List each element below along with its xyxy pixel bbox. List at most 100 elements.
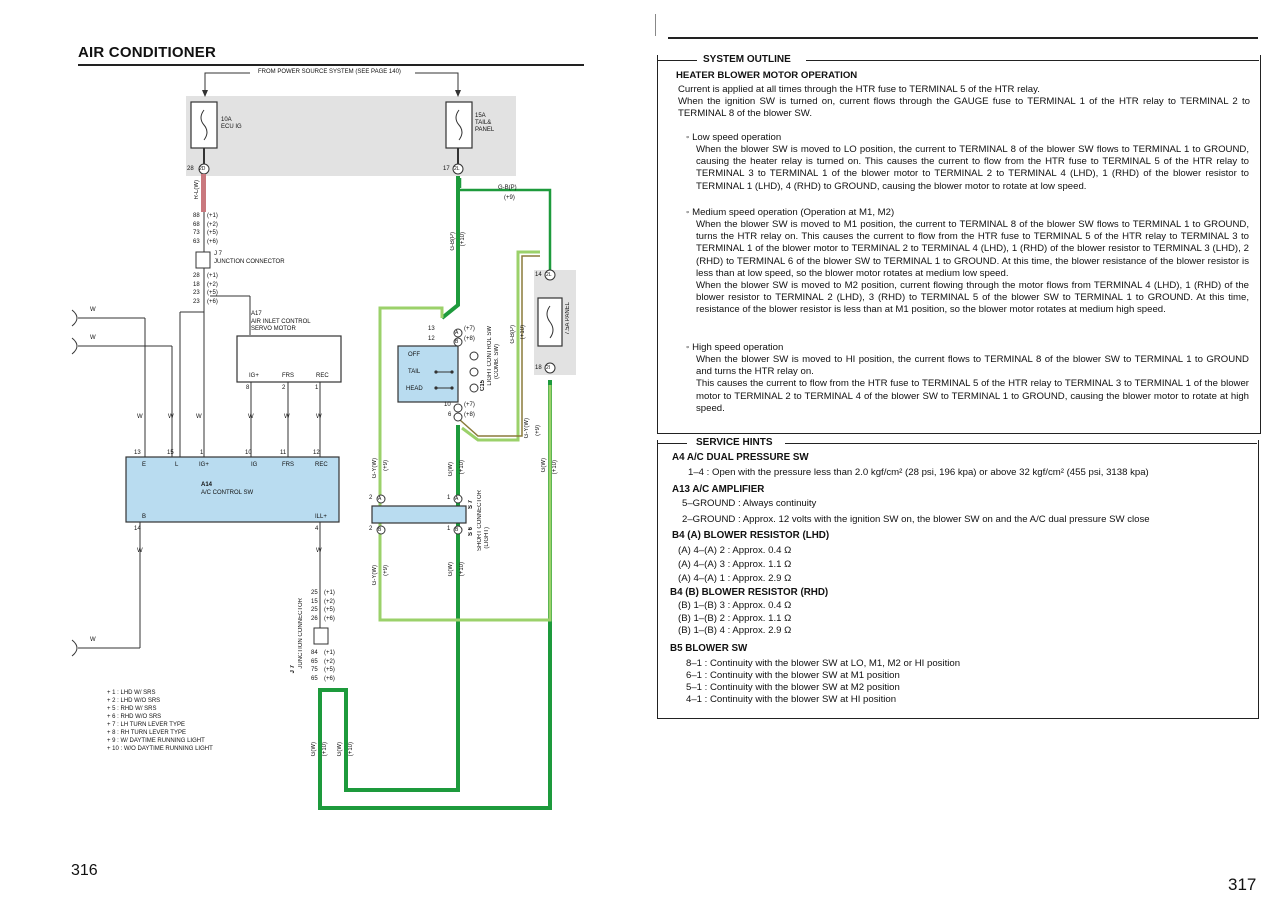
wire-gy-left-opt: (+9) [383, 460, 389, 471]
jc-bot-id: J 7 [290, 665, 296, 674]
page-title: AIR CONDITIONER [78, 44, 216, 61]
ac-pin-4: 4 [315, 526, 319, 532]
servo-pin-1: 1 [315, 385, 319, 391]
wire-w-10: W [137, 548, 143, 554]
wire-gw-right-opt: (+10) [552, 460, 558, 475]
lcs-pin-10: 10 [444, 402, 451, 408]
hint-b4b-lines: (B) 1–(B) 3 : Approx. 0.4 Ω (B) 1–(B) 2 … [678, 600, 792, 636]
sc-letter-b-right: B [455, 527, 459, 533]
ac-term-ill: ILL+ [315, 514, 327, 520]
hint-b5-title: B5 BLOWER SW [670, 643, 748, 654]
source-line-right [415, 72, 459, 96]
hint-b4a-title: B4 (A) BLOWER RESISTOR (LHD) [672, 530, 830, 541]
wire-gw-low: G(W) [448, 562, 454, 577]
wire-gy-low: G-Y(W) [372, 565, 378, 586]
high-speed-heading: ◦ High speed operation [686, 342, 784, 353]
junction-connector-top [195, 251, 211, 269]
ac-sw-id: A14 [201, 482, 213, 488]
page-number-right: 317 [1228, 875, 1257, 894]
lcs-pos-head: HEAD [406, 386, 423, 392]
wire-gy-low-opt: (+9) [383, 565, 389, 576]
sc-pin-1-top: 1 [447, 495, 451, 501]
system-outline-box [657, 55, 1261, 434]
ac-control-sw-box [125, 456, 340, 523]
wire-gw-right: G(W) [541, 458, 547, 473]
hint-a13-line1: 5–GROUND : Always continuity [682, 498, 817, 509]
servo-pin-8: 8 [246, 385, 250, 391]
wire-w-8: W [284, 414, 290, 420]
lcs-pos-tail: TAIL [408, 369, 421, 375]
legend-item: + 1 : LHD W/ SRS [107, 690, 156, 696]
wire-gw-bottom-2-opt: (+10) [348, 742, 354, 757]
legend-item: + 5 : RHD W/ SRS [107, 706, 157, 712]
legend-item: + 8 : RH TURN LEVER TYPE [107, 730, 186, 736]
legend-item: + 7 : LH TURN LEVER TYPE [107, 722, 185, 728]
ac-pin-1: 1 [200, 450, 204, 456]
page-edge-mark [655, 14, 656, 36]
wire-w-2: W [90, 335, 96, 341]
wire-label-gb-right: G-B(P) [510, 325, 516, 344]
wire-w-9: W [316, 414, 322, 420]
lcs-id: C15 [480, 380, 486, 392]
wire-label-gb: G-B(P) [498, 185, 517, 191]
ac-pin-14: 14 [134, 526, 141, 532]
lcs-opt-7-bot: (+7) [464, 402, 475, 408]
option-legend: + 1 : LHD W/ SRS + 2 : LHD W/O SRS + 5 :… [107, 689, 213, 753]
wire-label-gb-opt: (+9) [504, 195, 515, 201]
jc-bot-opts-bot: (+1)(+2)(+5)(+6) [324, 650, 335, 682]
sc-letter-a-right: A [455, 496, 459, 502]
low-speed-body: When the blower SW is moved to LO positi… [696, 144, 1249, 192]
lcs-name2: (COMB. SW) [494, 344, 500, 379]
ac-term-frs: FRS [282, 462, 294, 468]
panel-fuse-pin-top: 14 [535, 272, 542, 278]
servo-term-rec: REC [316, 373, 329, 379]
fuse2-pin: 17 [443, 166, 450, 172]
wire-gw-mid: G(W) [448, 462, 454, 477]
ac-pin-11: 11 [280, 450, 287, 456]
servo-name2: SERVO MOTOR [251, 326, 296, 332]
wire-gy-left: G-Y(W) [372, 458, 378, 479]
lcs-pin-13: 13 [428, 326, 435, 332]
sc-name2: (LIGHT) [484, 527, 490, 549]
sc-id2: S 6 [468, 527, 474, 537]
ac-sw-name: A/C CONTROL SW [201, 490, 254, 496]
sc-letter-a-left: A [378, 496, 382, 502]
hint-b4a-lines: (A) 4–(A) 2 : Approx. 0.4 Ω (A) 4–(A) 3 … [678, 545, 792, 584]
sc-pin-1-bot: 1 [447, 526, 451, 532]
fuse1-pin: 28 [187, 166, 194, 172]
wire-w-6: W [196, 414, 202, 420]
right-top-rule [668, 37, 1258, 39]
servo-name1: AIR INLET CONTROL [251, 319, 311, 325]
jc-bot-name: JUNCTION CONNECTOR [298, 598, 304, 669]
ac-term-l: L [175, 462, 179, 468]
source-note: FROM POWER SOURCE SYSTEM (SEE PAGE 140) [258, 69, 401, 75]
servo-id: A17 [251, 311, 262, 317]
sc-pin-2-bot: 2 [369, 526, 373, 532]
jc-top-opts: (+1)(+2)(+5)(+6) [207, 213, 218, 245]
fuse2-terminal: 2L [454, 166, 460, 172]
servo-term-ig: IG+ [249, 373, 259, 379]
servo-pin-2: 2 [282, 385, 286, 391]
wire-label-gb-left: G-B(P) [450, 232, 456, 251]
lcs-opt-8-top: (+8) [464, 336, 475, 342]
hint-a13-title: A13 A/C AMPLIFIER [672, 484, 765, 495]
fuse1-terminal: 2D [199, 166, 206, 172]
legend-item: + 6 : RHD W/O SRS [107, 714, 162, 720]
legend-item: + 10 : W/O DAYTIME RUNNING LIGHT [107, 746, 213, 752]
wire-gw-low-opt: (+10) [459, 562, 465, 577]
low-speed-heading: ◦ Low speed operation [686, 132, 782, 143]
hint-b4b-title: B4 (B) BLOWER RESISTOR (RHD) [670, 587, 829, 598]
wire-w-4: W [137, 414, 143, 420]
wire-w-1: W [90, 307, 96, 313]
wire-w-7: W [248, 414, 254, 420]
panel-fuse-pin-bot: 18 [535, 365, 542, 371]
intro-paragraph: Current is applied at all times through … [678, 84, 1250, 120]
hint-a4-title: A4 A/C DUAL PRESSURE SW [672, 452, 809, 463]
panel-fuse-label: 7.5A PANEL [565, 302, 571, 335]
panel-fuse-term-top: 2L [546, 272, 552, 278]
jc-top-name: JUNCTION CONNECTOR [214, 259, 285, 265]
wire-gy-right: G-Y(W) [524, 418, 530, 439]
